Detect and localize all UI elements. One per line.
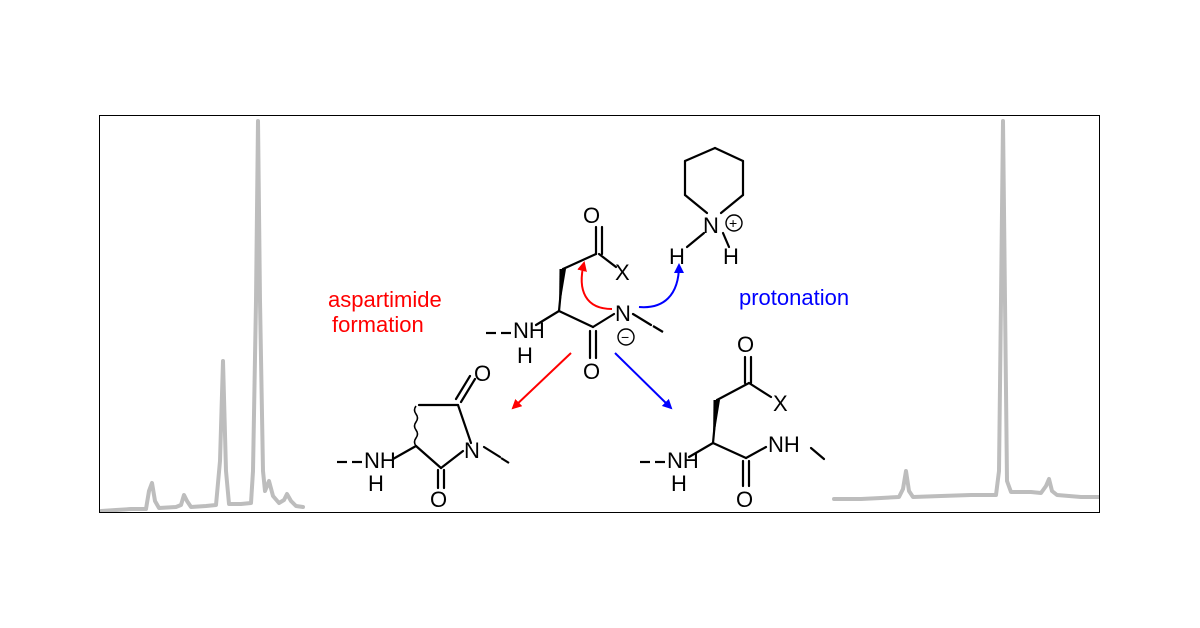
figure-frame: O X N − NH H O N + H H aspartimide forma… xyxy=(99,115,1100,513)
stereo-wedge xyxy=(559,269,566,311)
atom-prod-nh-amide: NH xyxy=(768,432,800,457)
protonation-curved-arrow xyxy=(638,263,684,309)
plus-charge-icon xyxy=(725,214,743,232)
atom-o-bottom-center: O xyxy=(583,359,600,384)
atom-ring-nh-h: H xyxy=(368,471,384,496)
protonation-reaction-arrow xyxy=(614,352,673,410)
atom-x-top: X xyxy=(615,260,630,285)
atom-ring-nh: NH xyxy=(364,448,396,473)
label-protonation: protonation xyxy=(739,285,849,310)
atom-pip-plus: + xyxy=(729,215,737,231)
aspartimide-curved-arrow xyxy=(577,261,613,310)
label-aspartimide: aspartimide xyxy=(328,287,442,312)
hplc-trace-left xyxy=(100,119,305,512)
atom-pip-n: N xyxy=(703,213,719,238)
atom-ring-o-bottom: O xyxy=(430,487,447,512)
atom-pip-h-left: H xyxy=(669,244,685,269)
label-formation: formation xyxy=(332,312,424,337)
atom-prod-o-bottom: O xyxy=(736,487,753,512)
aspartimide-reaction-arrow xyxy=(511,352,572,410)
atom-minus: − xyxy=(621,329,629,345)
hplc-trace-right xyxy=(832,119,1099,501)
atom-pip-h-right: H xyxy=(723,244,739,269)
prod-stereo-wedge xyxy=(713,400,720,443)
atom-n-anion: N xyxy=(615,301,631,326)
atom-prod-nh: NH xyxy=(667,448,699,473)
reaction-scheme: O X N − NH H O N + H H aspartimide forma… xyxy=(100,119,1099,512)
minus-charge-icon xyxy=(617,328,635,346)
atom-nh-left: NH xyxy=(513,318,545,343)
wavy-bond xyxy=(413,405,419,447)
atom-prod-o-top: O xyxy=(737,332,754,357)
atom-nh-left-h: H xyxy=(517,343,533,368)
atom-prod-nh-h: H xyxy=(671,471,687,496)
atom-o-top: O xyxy=(583,203,600,228)
atom-ring-n: N xyxy=(464,438,480,463)
atom-prod-x: X xyxy=(773,391,788,416)
atom-ring-o-top: O xyxy=(474,361,491,386)
